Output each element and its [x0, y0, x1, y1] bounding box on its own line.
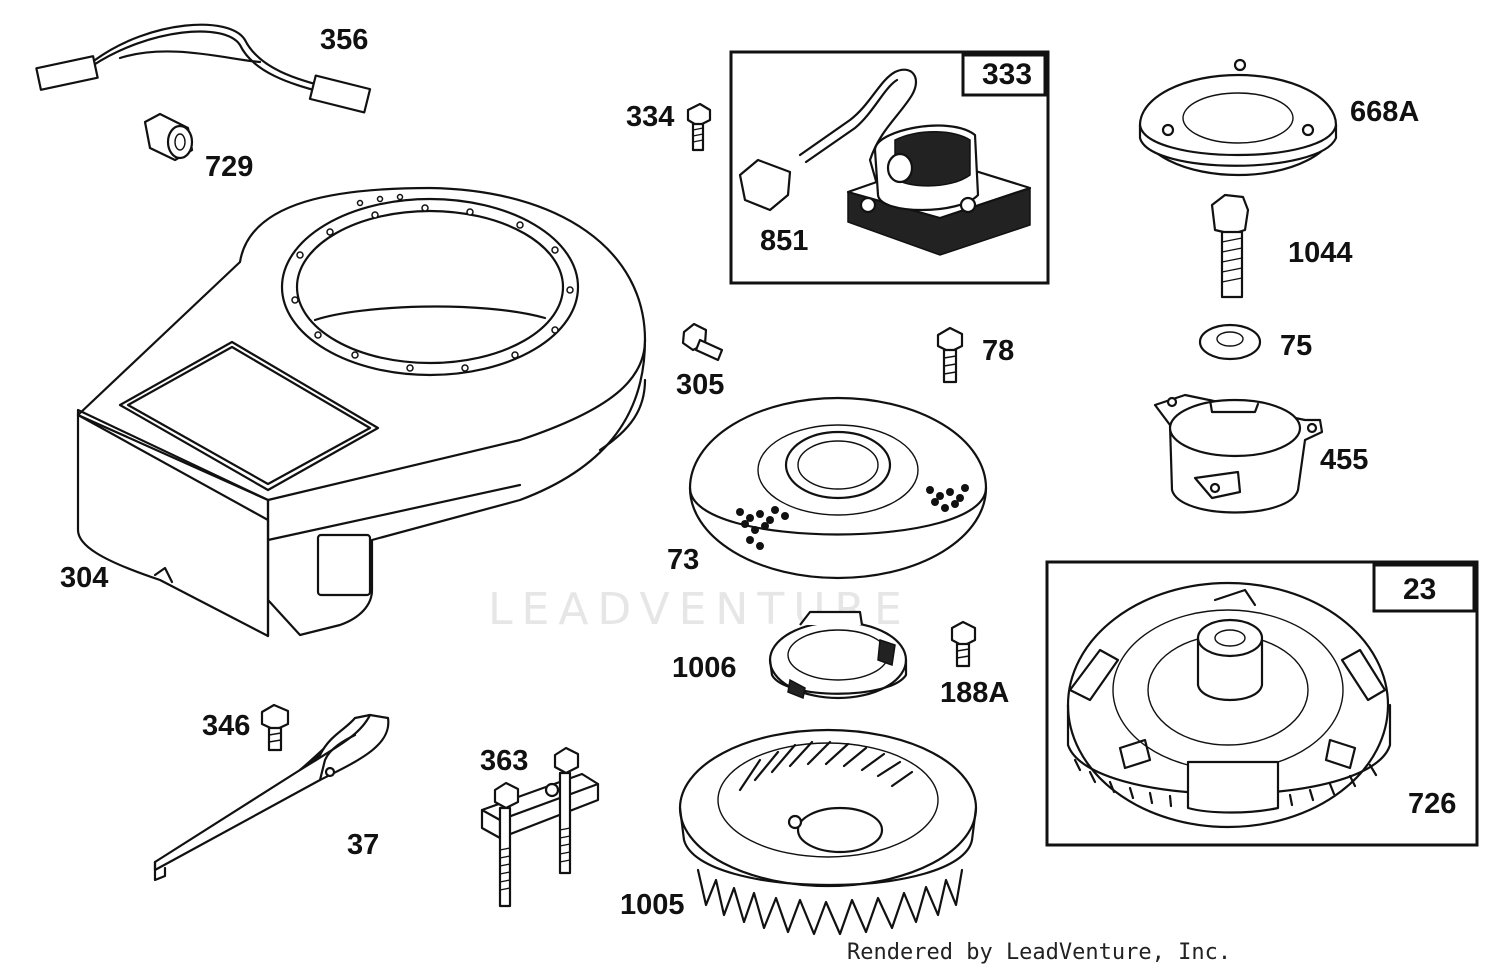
part-304-blower-housing[interactable] [76, 186, 647, 638]
flywheel-box [1045, 560, 1479, 847]
part-455-bracket[interactable] [1153, 393, 1324, 514]
label-363[interactable]: 363 [480, 745, 529, 777]
label-729[interactable]: 729 [205, 151, 254, 183]
label-455[interactable]: 455 [1320, 444, 1369, 476]
part-334-screw[interactable] [686, 102, 712, 152]
label-75[interactable]: 75 [1280, 330, 1313, 362]
label-356[interactable]: 356 [320, 24, 369, 56]
label-334[interactable]: 334 [626, 101, 675, 133]
part-668a-plate[interactable] [1138, 58, 1338, 177]
part-356-wire-harness[interactable] [35, 23, 372, 114]
part-363-bracket[interactable] [480, 746, 600, 908]
label-305[interactable]: 305 [676, 369, 725, 401]
label-37[interactable]: 37 [347, 829, 380, 861]
label-1005[interactable]: 1005 [620, 889, 685, 921]
part-1006-starter-cup[interactable] [768, 610, 908, 700]
part-346-screw[interactable] [260, 703, 290, 752]
part-188a-screw[interactable] [950, 620, 977, 668]
part-78-screw[interactable] [936, 326, 964, 384]
label-726[interactable]: 726 [1408, 788, 1457, 820]
label-1006[interactable]: 1006 [672, 652, 737, 684]
label-188a[interactable]: 188A [940, 677, 1010, 709]
label-23[interactable]: 23 [1403, 573, 1437, 606]
part-37-air-guide[interactable] [153, 713, 390, 882]
label-304[interactable]: 304 [60, 562, 109, 594]
part-851-ignition-armature[interactable] [738, 68, 1032, 256]
label-73[interactable]: 73 [667, 544, 700, 576]
part-1005-fan[interactable] [678, 728, 978, 936]
part-305-screw[interactable] [681, 322, 724, 362]
label-346[interactable]: 346 [202, 710, 251, 742]
part-729-grommet[interactable] [143, 112, 194, 162]
label-851[interactable]: 851 [760, 225, 809, 257]
ignition-armature-box [729, 50, 1050, 285]
footer-credit: Rendered by LeadVenture, Inc. [847, 940, 1232, 965]
label-668a[interactable]: 668A [1350, 96, 1420, 128]
label-78[interactable]: 78 [982, 335, 1015, 367]
label-1044[interactable]: 1044 [1288, 237, 1353, 269]
part-75-washer[interactable] [1198, 323, 1262, 361]
part-1044-bolt[interactable] [1210, 193, 1250, 299]
label-333[interactable]: 333 [982, 58, 1033, 91]
part-73-rotating-screen[interactable] [688, 396, 988, 580]
part-726-flywheel[interactable] [1066, 581, 1392, 829]
